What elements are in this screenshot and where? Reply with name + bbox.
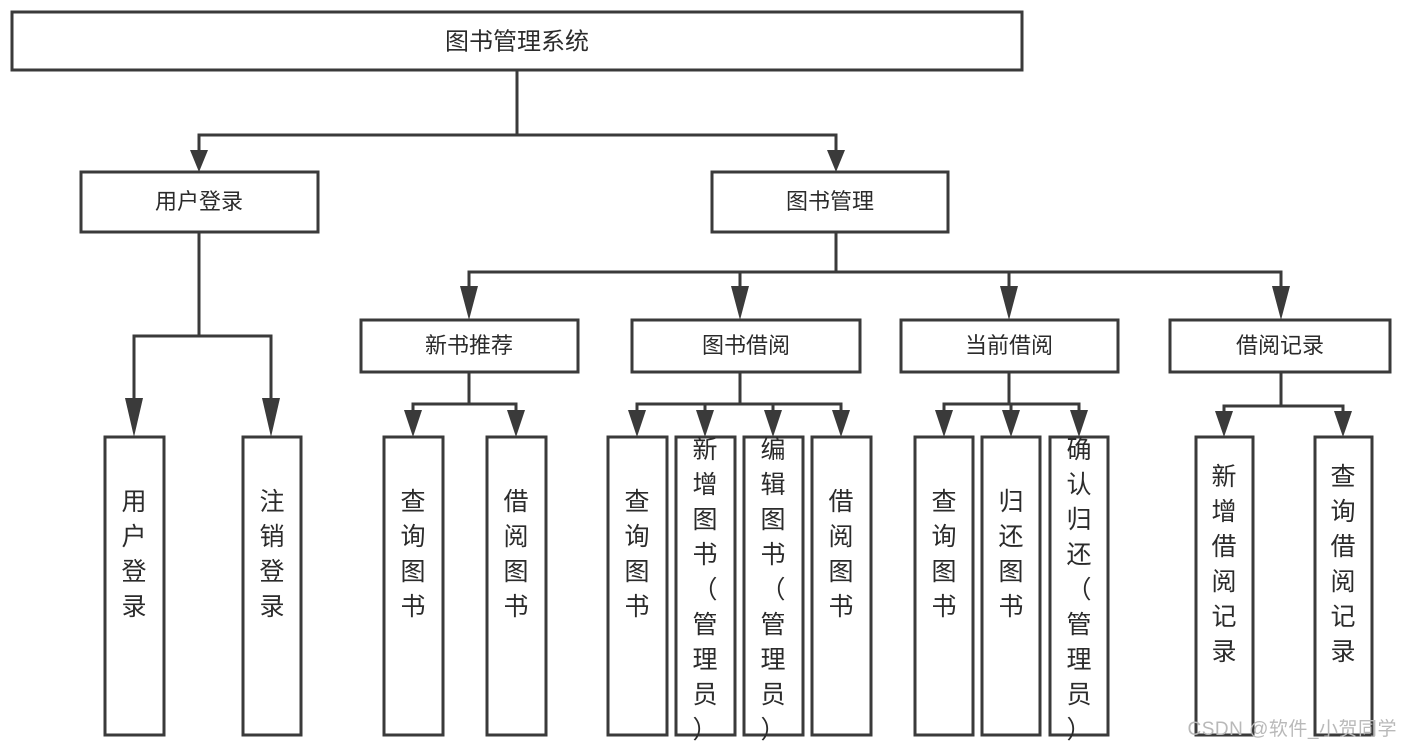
- node-current-borrow[interactable]: 当前借阅: [899, 318, 1120, 374]
- node-new-book-recommend-label: 新书推荐: [425, 333, 513, 358]
- node-new-book-recommend[interactable]: 新书推荐: [359, 318, 580, 374]
- arrow-head-leaf-add-record: [1215, 411, 1233, 437]
- arrow-head-leaf-confirm-return: [1070, 410, 1088, 437]
- leaf-edit-book-box[interactable]: [742, 435, 805, 737]
- leaf-add-book-label: 新增图书（管理员）: [692, 436, 717, 744]
- leaf-borrow-book-1[interactable]: 借阅图书: [485, 435, 548, 737]
- leaf-query-book-3-box[interactable]: [913, 435, 975, 737]
- arrow-head-leaf-query-book-2: [628, 410, 646, 437]
- leaf-confirm-return-label: 确认归还（管理员）: [1066, 436, 1091, 744]
- node-book-manage[interactable]: 图书管理: [710, 170, 950, 234]
- node-user-login-box[interactable]: [79, 170, 320, 234]
- node-current-borrow-box[interactable]: [899, 318, 1120, 374]
- arrow-head-leaf-query-record: [1334, 411, 1352, 437]
- leaf-query-record-label: 查询借阅记录: [1330, 463, 1355, 666]
- node-current-borrow-label: 当前借阅: [965, 333, 1053, 358]
- node-user-login[interactable]: 用户登录: [79, 170, 320, 234]
- leaf-query-record-box[interactable]: [1313, 435, 1374, 737]
- leaf-query-book-3-label: 查询图书: [931, 488, 956, 621]
- arrow-head-leaf-add-book: [696, 410, 714, 437]
- leaf-add-book-box[interactable]: [674, 435, 737, 737]
- node-book-borrow-box[interactable]: [630, 318, 862, 374]
- arrow-head-leaf-query-book-3: [935, 410, 953, 437]
- node-user-login-label: 用户登录: [155, 189, 243, 214]
- leaf-borrow-book-1-label: 借阅图书: [503, 488, 528, 621]
- leaf-query-book-2-label: 查询图书: [624, 488, 649, 621]
- leaf-query-record[interactable]: 查询借阅记录: [1313, 435, 1374, 737]
- node-borrow-record-label: 借阅记录: [1236, 333, 1324, 358]
- leaf-confirm-return[interactable]: 确认归还（管理员）: [1048, 435, 1110, 744]
- arrow-head-book-manage: [827, 150, 845, 172]
- leaf-add-book[interactable]: 新增图书（管理员）: [674, 435, 737, 744]
- arrow-head-leaf-logout: [262, 398, 280, 437]
- leaf-query-book-1[interactable]: 查询图书: [382, 435, 445, 737]
- leaf-add-record-label: 新增借阅记录: [1211, 463, 1236, 666]
- node-book-borrow[interactable]: 图书借阅: [630, 318, 862, 374]
- arrow-head-current-borrow: [1000, 286, 1018, 320]
- leaf-add-record-box[interactable]: [1194, 435, 1255, 737]
- arrow-head-leaf-user-login: [125, 398, 143, 437]
- leaf-borrow-book-2-box[interactable]: [810, 435, 873, 737]
- leaf-borrow-book-2-label: 借阅图书: [828, 488, 853, 621]
- leaf-user-login[interactable]: 用户登录: [103, 435, 166, 737]
- leaf-add-record[interactable]: 新增借阅记录: [1194, 435, 1255, 737]
- arrow-head-user-login: [190, 150, 208, 172]
- leaf-user-login-label: 用户登录: [121, 488, 146, 621]
- leaf-query-book-1-box[interactable]: [382, 435, 445, 737]
- leaf-return-book[interactable]: 归还图书: [980, 435, 1042, 737]
- leaf-logout-label: 注销登录: [259, 488, 284, 621]
- leaf-edit-book-label: 编辑图书（管理员）: [760, 436, 785, 744]
- arrow-head-leaf-return-book: [1002, 410, 1020, 437]
- leaf-borrow-book-1-box[interactable]: [485, 435, 548, 737]
- leaf-confirm-return-box[interactable]: [1048, 435, 1110, 737]
- leaf-borrow-book-2[interactable]: 借阅图书: [810, 435, 873, 737]
- arrow-head-borrow-record: [1272, 286, 1290, 320]
- node-new-book-recommend-box[interactable]: [359, 318, 580, 374]
- arrow-head-leaf-query-book-1: [404, 410, 422, 437]
- leaf-query-book-2-box[interactable]: [606, 435, 669, 737]
- connector-layer: [125, 68, 1352, 437]
- leaf-logout-box[interactable]: [241, 435, 303, 737]
- arrow-head-leaf-borrow-book-2: [832, 410, 850, 437]
- leaf-return-book-label: 归还图书: [998, 488, 1023, 621]
- node-borrow-record[interactable]: 借阅记录: [1168, 318, 1392, 374]
- node-book-manage-box[interactable]: [710, 170, 950, 234]
- node-root-label: 图书管理系统: [445, 28, 589, 55]
- node-book-manage-label: 图书管理: [786, 189, 874, 214]
- leaf-logout[interactable]: 注销登录: [241, 435, 303, 737]
- leaf-return-book-box[interactable]: [980, 435, 1042, 737]
- arrow-head-leaf-borrow-book-1: [507, 410, 525, 437]
- arrow-head-new-book-recommend: [460, 286, 478, 320]
- node-root-box[interactable]: [10, 10, 1024, 72]
- arrow-head-book-borrow: [731, 286, 749, 320]
- leaf-edit-book[interactable]: 编辑图书（管理员）: [742, 435, 805, 744]
- leaf-query-book-2[interactable]: 查询图书: [606, 435, 669, 737]
- csdn-watermark: CSDN @软件_小贺同学: [1187, 719, 1397, 740]
- node-borrow-record-box[interactable]: [1168, 318, 1392, 374]
- arrow-head-leaf-edit-book: [764, 410, 782, 437]
- node-root[interactable]: 图书管理系统: [10, 10, 1024, 72]
- node-book-borrow-label: 图书借阅: [702, 333, 790, 358]
- leaf-query-book-3[interactable]: 查询图书: [913, 435, 975, 737]
- leaf-user-login-box[interactable]: [103, 435, 166, 737]
- leaf-query-book-1-label: 查询图书: [400, 488, 425, 621]
